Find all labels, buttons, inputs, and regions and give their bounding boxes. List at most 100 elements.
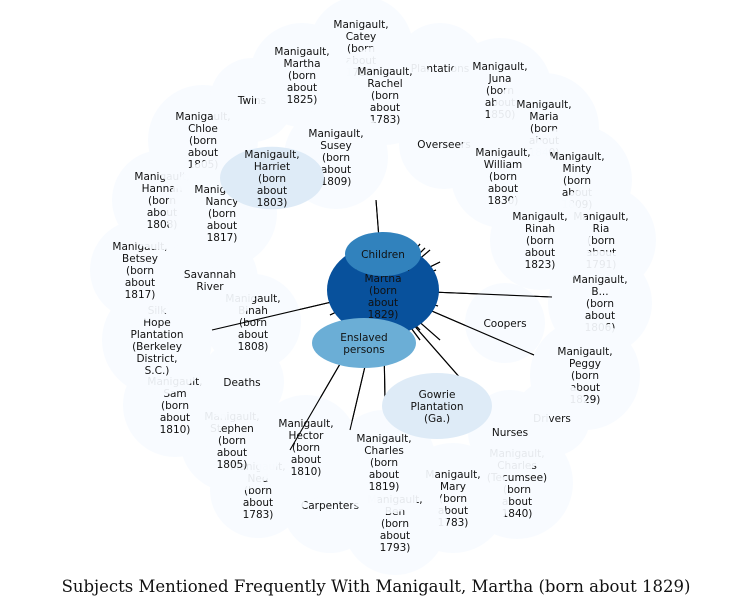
node-label-line: 1783)	[370, 114, 401, 126]
node-label-line: about	[585, 310, 615, 322]
node-label-line: Hector	[289, 430, 325, 442]
node-label-line: about	[321, 164, 351, 176]
node-label-line: Manigault,	[278, 418, 333, 430]
node-label-line: 1803)	[257, 197, 288, 209]
node-label-line: (born	[292, 442, 320, 454]
node-label-line: Manigault,	[274, 46, 329, 58]
node-label-line: 1809)	[321, 176, 352, 188]
node-label-line: persons	[343, 344, 384, 356]
node-label-line: (born	[371, 90, 399, 102]
node-shape	[465, 283, 545, 363]
node-label-line: about	[368, 297, 398, 309]
node-label-line: Susey	[320, 140, 351, 152]
node-label-line: Gowrie	[419, 389, 456, 401]
node-label-line: Manigault,	[557, 346, 612, 358]
node-label-line: Charles	[364, 445, 404, 457]
node-shape	[250, 23, 354, 127]
node-label-line: Carpenters	[301, 500, 359, 512]
node-label-line: Juna	[488, 73, 512, 85]
node-label-line: (born	[571, 370, 599, 382]
node-label-line: Manigault,	[472, 61, 527, 73]
node-label-line: District,	[136, 353, 177, 365]
node-label-line: S.C.)	[145, 365, 170, 377]
node-label-line: (born	[587, 235, 615, 247]
node-label-line: (born	[489, 171, 517, 183]
node-label-line: 1825)	[287, 94, 318, 106]
node-label-line: Plantation	[130, 329, 183, 341]
node-label-line: (born	[218, 435, 246, 447]
node-label-line: Chloe	[188, 123, 218, 135]
node-label-line: Manigault,	[244, 149, 299, 161]
node-label-line: about	[217, 447, 247, 459]
node-label-line: (born	[370, 457, 398, 469]
node-label-line: Betsey	[122, 253, 158, 265]
node-label-line: 1805)	[217, 459, 248, 471]
node-label-line: Harriet	[254, 161, 290, 173]
node-label-line: William	[484, 159, 522, 171]
node-shape	[254, 395, 358, 499]
node-label-line: (born	[586, 298, 614, 310]
node-label-line: (born	[381, 518, 409, 530]
node-label-line: Coopers	[483, 318, 526, 330]
node-label-line: about	[125, 277, 155, 289]
node-label-line: about	[380, 530, 410, 542]
node-coopers[interactable]: Coopers	[465, 283, 545, 363]
node-label-line: 1840)	[502, 508, 533, 520]
node-label-line: Rachel	[367, 78, 402, 90]
node-label-line: River	[196, 281, 224, 293]
node-shape	[332, 410, 436, 514]
node-label-line: about	[291, 454, 321, 466]
node-label-line: Nurses	[492, 427, 528, 439]
node-label-line: Peggy	[569, 358, 601, 370]
node-label-line: (born	[239, 317, 267, 329]
node-label-line: Manigault,	[512, 211, 567, 223]
node-label-line: Minty	[563, 163, 592, 175]
node-label-line: about	[287, 82, 317, 94]
node-label-line: Manigault,	[308, 128, 363, 140]
node-label-line: 1817)	[207, 232, 238, 244]
node-label-line: Rinah	[525, 223, 555, 235]
node-label-line: Nancy	[206, 196, 239, 208]
node-shape	[382, 373, 492, 439]
node-label-line: (born	[563, 175, 591, 187]
node-layer: Manigault,Catey(bornabout1788)Plantation…	[90, 0, 656, 575]
node-label-line: (born	[503, 484, 531, 496]
node-label-line: B...	[591, 286, 608, 298]
node-label-line: about	[257, 185, 287, 197]
node-label-line: 1829)	[368, 309, 399, 321]
node-label-line: (born	[189, 135, 217, 147]
node-label-line: 1823)	[525, 259, 556, 271]
node-label-line: about	[488, 183, 518, 195]
node-label-line: Overseers	[417, 139, 470, 151]
node-label-line: (born	[126, 265, 154, 277]
node-label-line: 1808)	[238, 341, 269, 353]
node-label-line: Manigault,	[357, 66, 412, 78]
node-label-line: Manigault,	[475, 147, 530, 159]
node-label-line: Manigault,	[356, 433, 411, 445]
node-label-line: about	[238, 329, 268, 341]
node-label-line: Savannah	[184, 269, 236, 281]
node-label-line: about	[370, 102, 400, 114]
node-label-line: Mary	[440, 481, 466, 493]
node-label-line: Manigault,	[549, 151, 604, 163]
node-label-line: (born	[161, 400, 189, 412]
node-label-line: (born	[258, 173, 286, 185]
node-label-line: Catey	[346, 31, 377, 43]
node-label-line: (born	[526, 235, 554, 247]
children-node-shape	[345, 232, 421, 276]
node-children[interactable]: Children	[345, 232, 421, 276]
node-label-line: Maria	[529, 111, 558, 123]
node-label-line: Ria	[593, 223, 610, 235]
node-label-line: about	[502, 496, 532, 508]
node-label-line: 1810)	[291, 466, 322, 478]
node-label-line: 1817)	[125, 289, 156, 301]
node-label-line: Martha	[283, 58, 320, 70]
